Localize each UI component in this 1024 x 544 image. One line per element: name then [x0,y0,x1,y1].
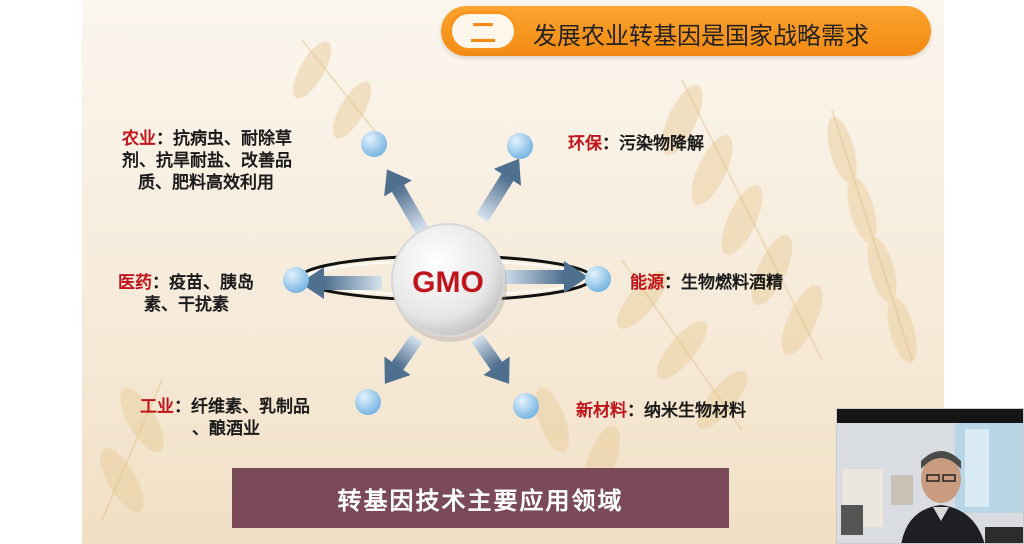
category-label: 医药 [118,273,152,293]
arrow-medicine [300,267,382,299]
application-agriculture: 农业：抗病虫、耐除草 剂、抗旱耐盐、改善品 质、肥料高效利用 [122,128,292,194]
application-detail: 剂、抗旱耐盐、改善品 [122,151,292,171]
category-label: 能源 [630,273,664,293]
wheat-background-image [100,39,917,521]
application-detail: 质、肥料高效利用 [138,173,274,193]
center-label: GMO [412,266,484,299]
category-label: 农业 [122,129,156,149]
application-medicine: 医药：疫苗、胰岛 素、干扰素 [118,272,254,316]
node-agriculture [361,131,387,157]
caption-bar: 转基因技术主要应用领域 [232,468,729,528]
section-number-badge: 二 [449,11,517,51]
application-detail: ：污染物降解 [602,134,704,154]
application-detail: ：纳米生物材料 [627,401,746,421]
application-detail: ：纤维素、乳制品 [174,397,310,417]
node-environment [507,133,533,159]
slide: 二 发展农业转基因是国家战略需求 [82,0,944,544]
node-energy [585,266,611,292]
presenter-webcam-video [836,408,1024,544]
application-environment: 环保：污染物降解 [568,133,704,155]
arrow-industry [384,333,423,384]
application-detail: ：抗病虫、耐除草 [156,129,292,149]
arrow-new-materials [471,333,510,384]
application-detail: 素、干扰素 [144,295,229,315]
arrow-environment [476,158,522,222]
application-detail: ：疫苗、胰岛 [152,273,254,293]
caption-text: 转基因技术主要应用领域 [337,486,624,515]
gmo-application-diagram: GMO [283,131,611,419]
application-industry: 工业：纤维素、乳制品 、酿酒业 [140,396,310,440]
category-label: 环保 [568,134,602,154]
arrow-agriculture [384,169,429,234]
application-detail: ：生物燃料酒精 [664,273,783,293]
presenter-video-frame [837,409,1023,543]
arrow-energy [500,261,588,293]
node-new-materials [513,393,539,419]
application-energy: 能源：生物燃料酒精 [630,272,783,294]
node-industry [355,389,381,415]
application-new-materials: 新材料：纳米生物材料 [576,400,746,422]
center-node [391,223,505,337]
category-label: 工业 [140,397,174,417]
slide-title: 发展农业转基因是国家战略需求 [533,22,869,50]
category-label: 新材料 [576,401,627,421]
application-detail: 、酿酒业 [192,419,260,439]
node-medicine [283,267,309,293]
title-bar: 二 发展农业转基因是国家战略需求 [441,6,931,56]
